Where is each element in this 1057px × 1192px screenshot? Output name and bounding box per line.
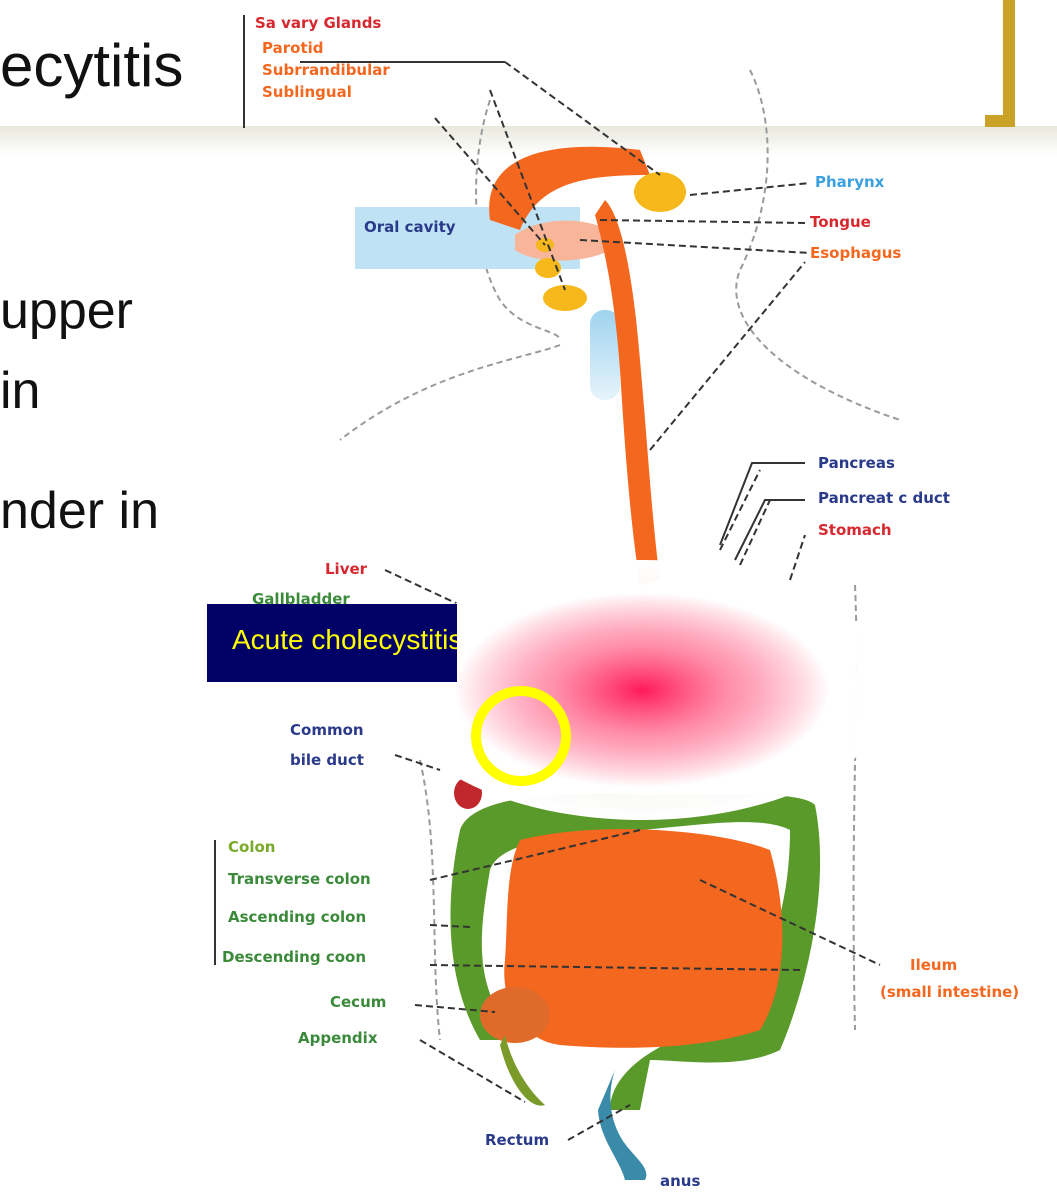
- label-liver: Liver: [325, 560, 368, 578]
- label-sublingual: Sublingual: [262, 83, 352, 101]
- label-common-bile-duct-2: bile duct: [290, 751, 364, 769]
- label-submandibular: Subrrandibular: [262, 61, 390, 79]
- label-cecum: Cecum: [330, 993, 386, 1011]
- trachea: [590, 310, 620, 400]
- label-stomach: Stomach: [818, 521, 892, 539]
- label-tongue: Tongue: [810, 213, 871, 231]
- label-colon: Colon: [228, 838, 275, 856]
- label-appendix: Appendix: [298, 1029, 378, 1047]
- label-ascending-colon: Ascending colon: [228, 908, 366, 926]
- label-ileum: Ileum: [910, 956, 957, 974]
- label-descending-colon: Descending coon: [222, 948, 366, 966]
- label-parotid: Parotid: [262, 39, 323, 57]
- label-oral-cavity: Oral cavity: [364, 218, 456, 236]
- label-esophagus: Esophagus: [810, 244, 901, 262]
- label-anus: anus: [660, 1172, 700, 1190]
- label-pancreas: Pancreas: [818, 454, 895, 472]
- label-rectum: Rectum: [485, 1131, 549, 1149]
- label-common-bile-duct-1: Common: [290, 721, 364, 739]
- acute-cholecystitis-callout: Acute cholecystitis: [207, 604, 457, 682]
- label-salivary-glands: Sa vary Glands: [255, 14, 381, 32]
- pain-glow-area: [392, 560, 892, 820]
- cecum-shape: [480, 987, 550, 1043]
- label-transverse-colon: Transverse colon: [228, 870, 371, 888]
- label-small-intestine: (small intestine): [880, 983, 1019, 1001]
- appendix-shape: [500, 1035, 545, 1106]
- label-pancreatic-duct: Pancreat c duct: [818, 489, 950, 507]
- label-pharynx: Pharynx: [815, 173, 885, 191]
